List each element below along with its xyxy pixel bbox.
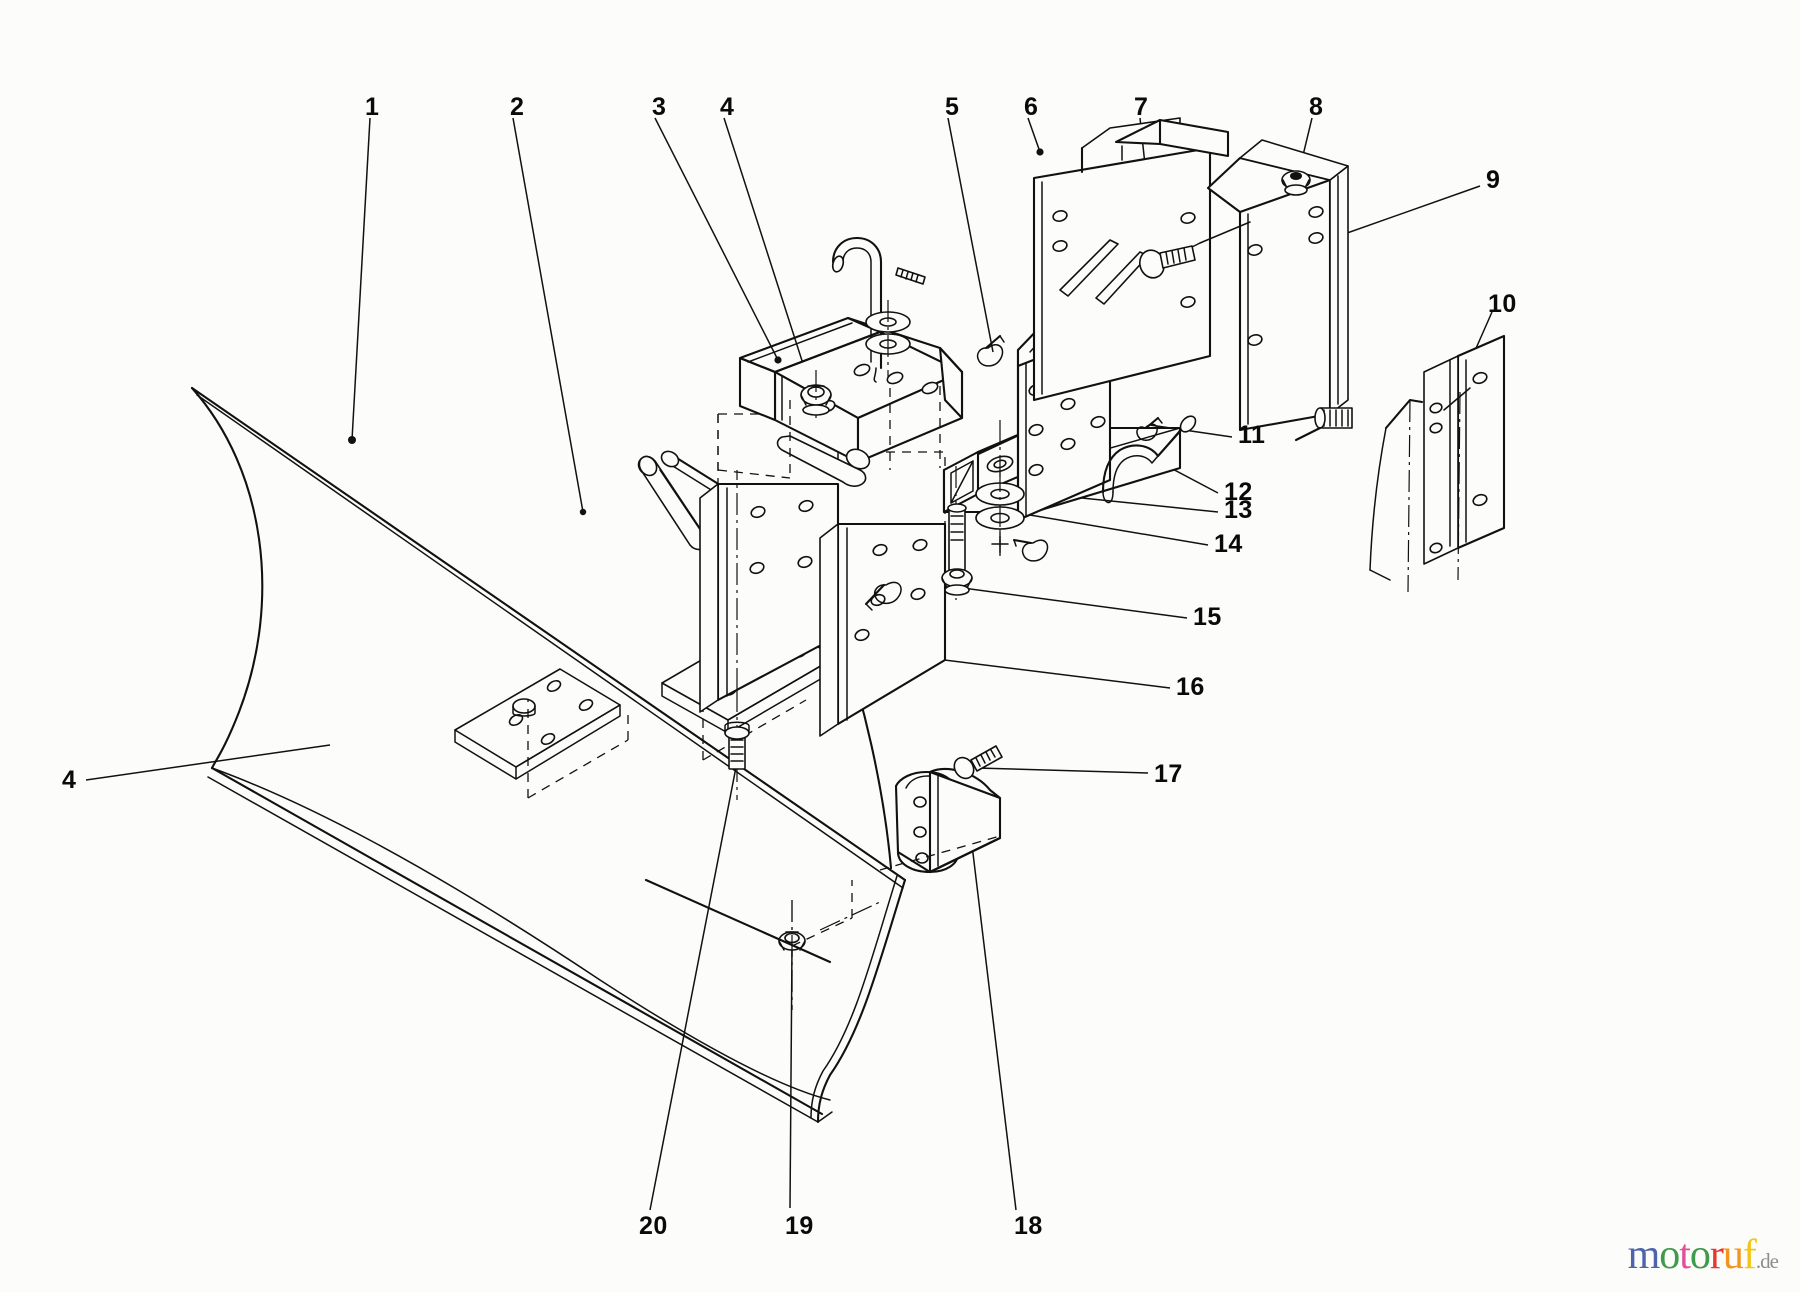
skid-shoe-bolt-item17 [953,745,1003,780]
lift-handle-rod [1101,415,1197,504]
partial-rear-plate [1369,391,1461,593]
hairpin-clip-on-plate [864,581,902,611]
locknut-item4 [800,370,832,418]
callout-18: 18 [1014,1212,1043,1240]
blade-moldboard [190,386,907,1124]
hairpin-cotter-item5 [976,334,1005,367]
washer-stack-top [865,300,911,378]
pivot-rod [637,450,754,551]
callout-10: 10 [1488,290,1517,318]
watermark-letter-f: f [1742,1232,1757,1278]
blade-face-mount-plate-left [454,668,629,799]
construction-lines [644,470,1001,1010]
callout-12: 12 [1224,478,1253,506]
callout-3: 3 [652,93,667,121]
watermark-letter-o2: o [1689,1232,1711,1278]
callout-4: 4 [720,93,735,121]
callout-8: 8 [1309,93,1324,121]
callout-1: 1 [365,93,380,121]
callout-14: 14 [1214,530,1243,558]
watermark-letter-o1: o [1659,1232,1680,1278]
left-bracket-plate [699,381,901,713]
flange-bolt-item8 [1281,170,1311,196]
u-channel-bracket [717,316,964,487]
rear-mounting-plate [1032,117,1212,402]
callout-2: 2 [510,93,525,121]
watermark-letter-u: u [1722,1232,1744,1278]
watermark-suffix: .de [1755,1249,1779,1273]
hairpin-clip-loose [1012,538,1049,562]
blade-support-plate [819,451,947,737]
callout-6: 6 [1024,93,1039,121]
skid-shoe [894,767,1002,874]
watermark-letter-m: m [1627,1232,1661,1278]
plate-bolt-left [512,698,536,717]
angle-bracket-item10 [1423,334,1506,565]
bottom-stud-screw [1294,407,1353,442]
roll-pin-top [895,267,926,285]
hairpin-clip-item11 [1136,416,1163,441]
callout-11: 11 [1238,421,1266,449]
carriage-bolt-item7 [1138,245,1196,279]
watermark-letter-t: t [1679,1232,1691,1278]
watermark-letter-r: r [1709,1232,1724,1278]
callout-16: 16 [1176,673,1205,701]
callout-4-lower: 4 [62,766,77,794]
washer-stack-beam [975,470,1025,556]
callout-13: 13 [1224,496,1253,524]
callout-15: 15 [1193,603,1222,631]
callout-19: 19 [785,1212,814,1240]
j-hook-rod-top [831,236,926,383]
motoruf-watermark: motoruf.de [1627,1232,1779,1278]
callout-20: 20 [639,1212,668,1240]
callout-7: 7 [1134,93,1149,121]
side-channel-bracket [1189,139,1353,442]
callout-5: 5 [945,93,960,121]
blade-mount-bolt-upper [724,690,750,800]
hex-bolt-item15 [941,466,973,600]
callout-17: 17 [1154,760,1183,788]
rear-channel-top-flange [1114,118,1230,161]
callout-9: 9 [1486,166,1501,194]
